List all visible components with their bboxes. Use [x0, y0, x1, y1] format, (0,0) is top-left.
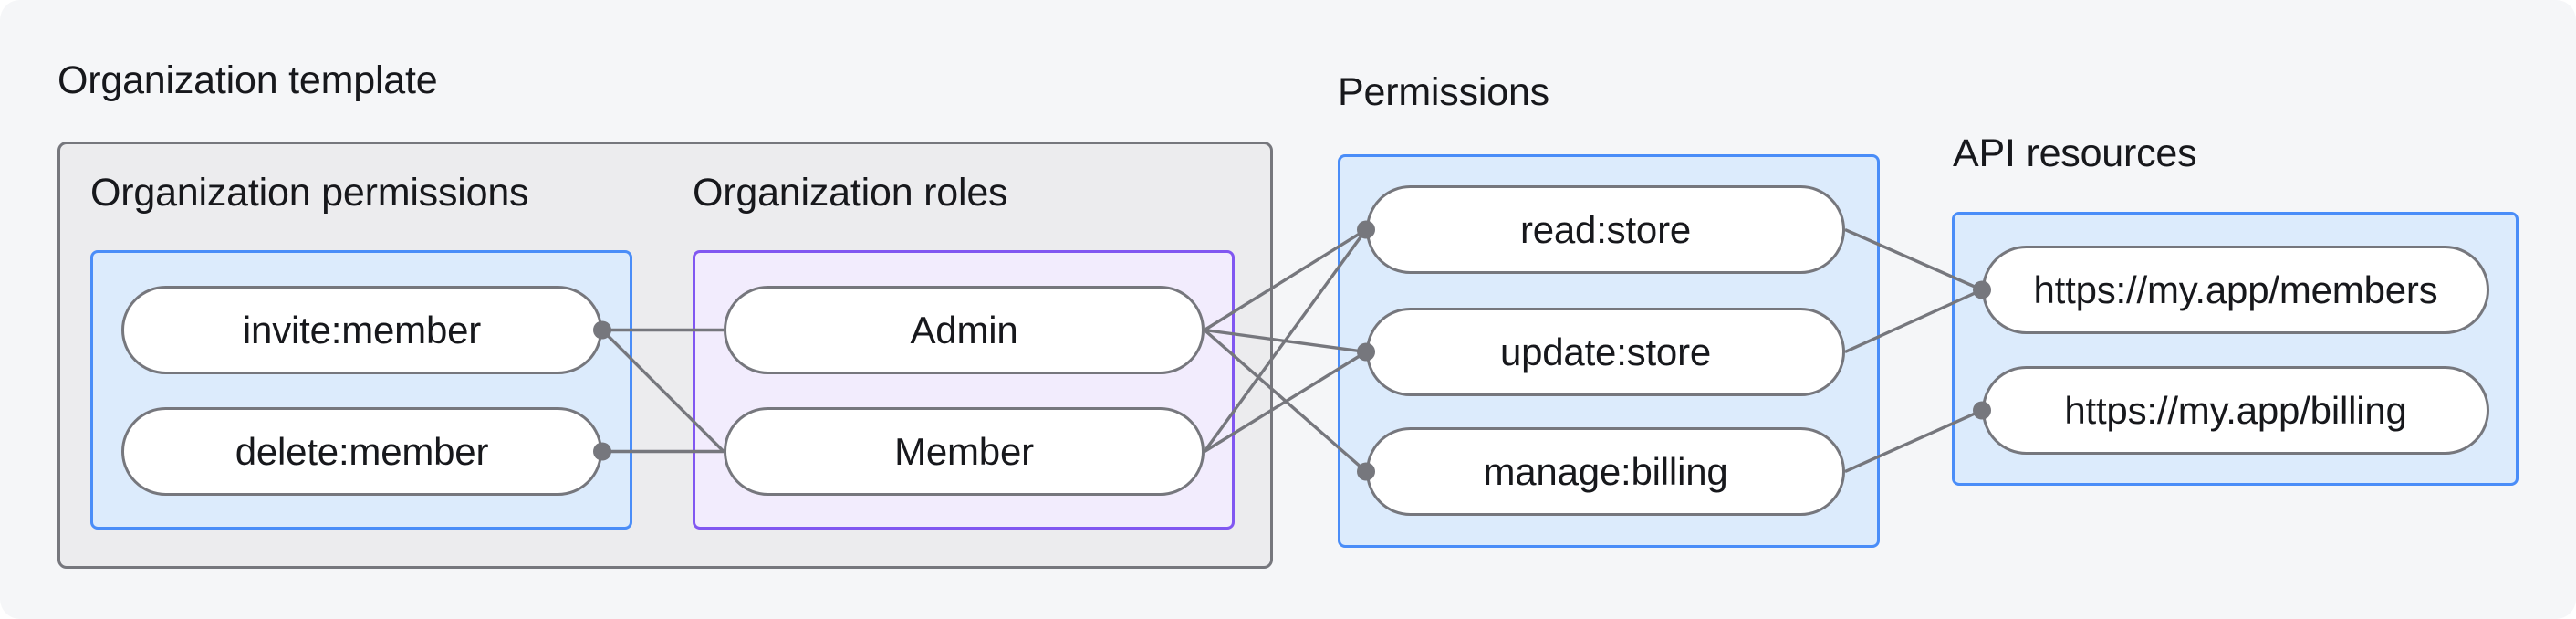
organization-template-title: Organization template [57, 58, 438, 102]
node-invite-member-label: invite:member [242, 308, 482, 351]
node-member-role: Member [724, 407, 1205, 496]
node-member-role-label: Member [894, 429, 1034, 473]
api-resources-title: API resources [1953, 131, 2197, 175]
node-invite-member: invite:member [121, 286, 602, 374]
organization-roles-title: Organization roles [693, 171, 1008, 215]
node-admin-role: Admin [724, 286, 1205, 374]
node-read-store-label: read:store [1519, 207, 1692, 251]
node-manage-billing: manage:billing [1366, 427, 1845, 516]
organization-permissions-title: Organization permissions [90, 171, 529, 215]
node-delete-member: delete:member [121, 407, 602, 496]
node-update-store-label: update:store [1499, 330, 1712, 373]
node-billing-api-resource: https://my.app/billing [1982, 366, 2489, 455]
node-members-api-resource-label: https://my.app/members [2033, 268, 2438, 311]
node-update-store: update:store [1366, 308, 1845, 396]
permissions-title: Permissions [1338, 70, 1549, 114]
node-billing-api-resource-label: https://my.app/billing [2064, 388, 2407, 432]
node-manage-billing-label: manage:billing [1483, 449, 1728, 493]
node-delete-member-label: delete:member [235, 429, 489, 473]
node-read-store: read:store [1366, 185, 1845, 274]
node-admin-role-label: Admin [910, 308, 1018, 351]
node-members-api-resource: https://my.app/members [1982, 246, 2489, 334]
